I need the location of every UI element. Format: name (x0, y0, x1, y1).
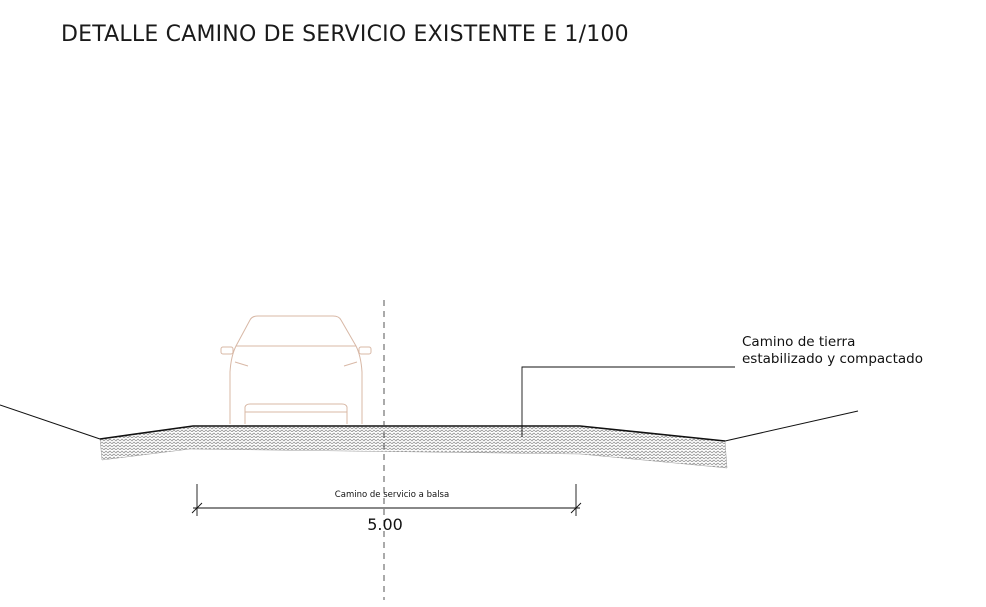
drawing-title: DETALLE CAMINO DE SERVICIO EXISTENTE E 1… (61, 22, 629, 47)
road-surface (99, 425, 726, 442)
material-callout: Camino de tierra estabilizado y compacta… (742, 334, 923, 368)
dimension-label: Camino de servicio a balsa (334, 490, 450, 500)
callout-leader (521, 366, 735, 437)
dimension-value: 5.00 (367, 515, 403, 534)
terrain-right (724, 410, 859, 442)
terrain-left (0, 404, 101, 440)
gravel-layer (99, 425, 728, 469)
callout-line-2: estabilizado y compactado (742, 351, 923, 367)
callout-line-1: Camino de tierra (742, 334, 856, 350)
dimension-line (191, 484, 582, 516)
vehicle-outline (220, 315, 372, 424)
